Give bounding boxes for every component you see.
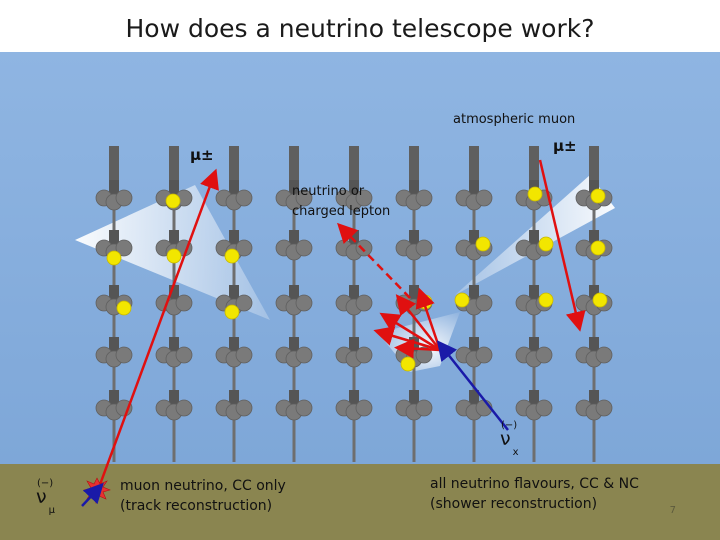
hit-module: [538, 236, 554, 252]
optical-module-storey: [275, 285, 313, 316]
hit-module: [475, 236, 491, 252]
hit-module: [538, 292, 554, 308]
footer-right-line1: all neutrino flavours, CC & NC: [430, 476, 639, 492]
optical-module-storey: [395, 390, 433, 421]
page-title: How does a neutrino telescope work?: [125, 14, 595, 43]
hit-modules: [106, 186, 608, 372]
string-buoy: [289, 146, 299, 182]
optical-module-storey: [335, 337, 373, 368]
string-buoy: [529, 146, 539, 182]
hit-module: [166, 248, 182, 264]
hit-module: [106, 250, 122, 266]
optical-module-storey: [335, 390, 373, 421]
footer-right-line2: (shower reconstruction): [430, 496, 598, 512]
optical-module-storey: [395, 230, 433, 261]
optical-module-storey: [575, 390, 613, 421]
hit-module: [165, 193, 181, 209]
optical-module-storey: [395, 180, 433, 211]
string-buoy: [469, 146, 479, 182]
muon-track-left: [96, 168, 219, 491]
atmospheric-muon-track: [538, 159, 586, 332]
optical-module-storey: [515, 337, 553, 368]
string-buoy: [229, 146, 239, 182]
optical-module-storey: [455, 180, 493, 211]
hit-module: [454, 292, 470, 308]
optical-module-storey: [155, 337, 193, 368]
hit-module: [592, 292, 608, 308]
charged-lepton-track: [337, 222, 411, 299]
muon-label-left: μ±: [190, 146, 214, 164]
optical-module-storey: [95, 337, 133, 368]
detector-string: [275, 146, 313, 462]
detector-string: [155, 146, 193, 462]
muon-label-right: μ±: [553, 137, 577, 155]
optical-module-storey: [155, 390, 193, 421]
page-number: 7: [669, 505, 676, 516]
hit-module: [400, 356, 416, 372]
optical-module-storey: [215, 180, 253, 211]
seabed-band: [0, 464, 720, 540]
optical-module-storey: [275, 390, 313, 421]
antiparticle-mark: (−): [37, 478, 54, 489]
atmospheric-muon-label: atmospheric muon: [453, 112, 576, 127]
detector-string: [215, 146, 253, 462]
hit-module: [590, 188, 606, 204]
optical-module-storey: [215, 390, 253, 421]
optical-module-storey: [335, 180, 373, 211]
hit-module: [224, 248, 240, 264]
antiparticle-mark: (−): [501, 420, 518, 431]
string-buoy: [409, 146, 419, 182]
neutrino-mu-label: (−) νμ: [36, 478, 55, 516]
optical-module-storey: [215, 337, 253, 368]
footer-left-line1: muon neutrino, CC only: [120, 478, 286, 494]
string-buoy: [169, 146, 179, 182]
optical-module-storey: [275, 230, 313, 261]
optical-module-storey: [335, 230, 373, 261]
neutrino-or-lepton-label-line2: charged lepton: [292, 204, 391, 219]
hit-module: [590, 240, 606, 256]
optical-module-storey: [515, 390, 553, 421]
neutrino-or-lepton-label-line1: neutrino or: [292, 184, 365, 199]
optical-module-storey: [275, 180, 313, 211]
neutrino-x-label: (−) νx: [500, 420, 519, 458]
shower-fan-arrows: [373, 287, 442, 359]
optical-module-storey: [575, 337, 613, 368]
optical-module-storey: [335, 285, 373, 316]
optical-module-storey: [95, 180, 133, 211]
string-buoy: [589, 146, 599, 182]
neutrino-in-seabed: [81, 482, 104, 507]
detector-string: [335, 146, 373, 462]
hit-module: [527, 186, 543, 202]
string-buoy: [349, 146, 359, 182]
hit-module: [116, 300, 132, 316]
optical-module-storey: [455, 337, 493, 368]
optical-module-storey: [155, 285, 193, 316]
optical-module-storey: [275, 337, 313, 368]
hit-module: [224, 304, 240, 320]
string-buoy: [109, 146, 119, 182]
incoming-neutrino-track: [436, 340, 509, 431]
footer-left-line2: (track reconstruction): [120, 498, 273, 514]
